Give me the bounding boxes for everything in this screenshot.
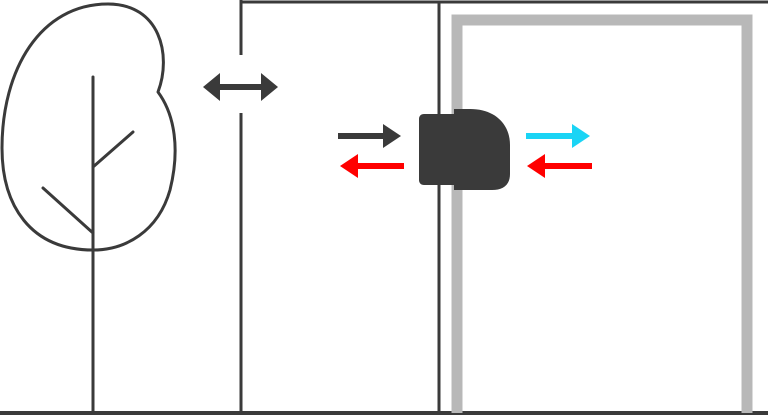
tree-icon (0, 2, 177, 415)
supply-arrow (526, 124, 590, 148)
tree-branch-right (91, 130, 135, 169)
exhaust-arrow (340, 154, 404, 178)
extract-arrow (527, 154, 592, 178)
ventilation-unit-icon (419, 109, 510, 190)
double-arrow-icon (203, 73, 278, 101)
intake-arrow (338, 124, 401, 148)
inner-wall-frame (451, 14, 753, 413)
building-outline (239, 0, 768, 413)
tree-canopy (0, 2, 177, 252)
tree-branch-left (41, 186, 95, 235)
